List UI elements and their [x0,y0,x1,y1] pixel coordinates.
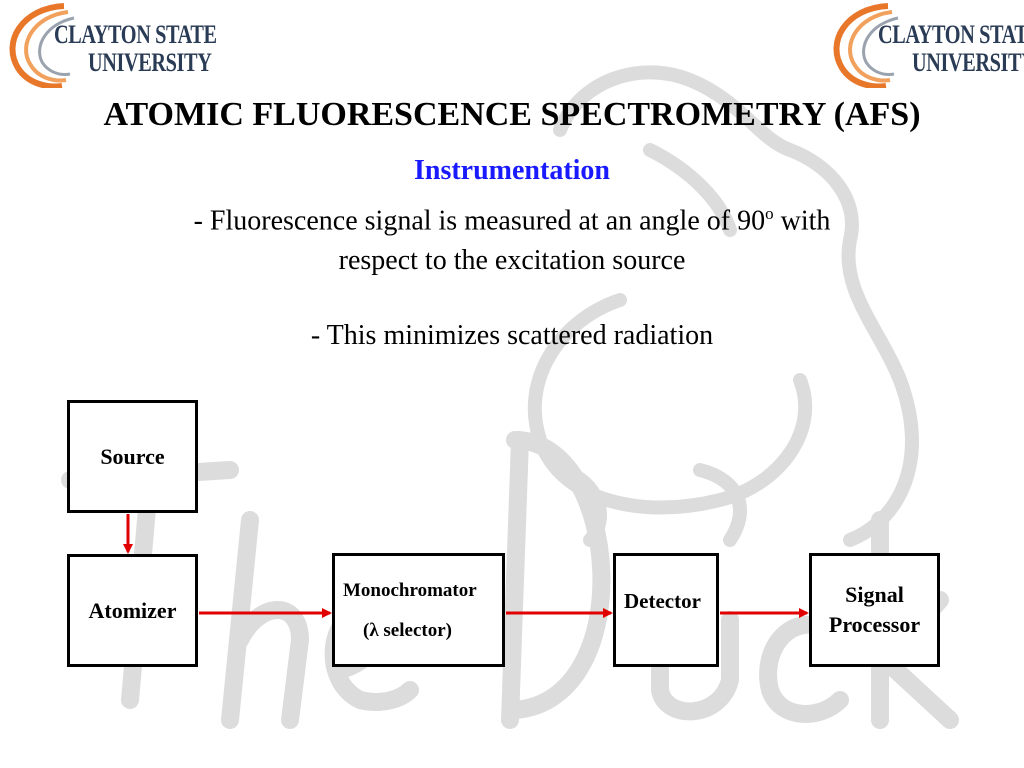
watermark-letter-D [501,431,611,729]
logo-arc-icon [9,3,75,88]
atomizer-box: Atomizer [67,554,198,667]
degree-superscript: o [765,204,774,223]
logo-line-clayton-state: CLAYTON STATE [54,20,217,49]
logo-line-clayton-state: CLAYTON STATE [878,20,1024,49]
logo-line-university: UNIVERSITY [912,48,1024,77]
logo-line-university: UNIVERSITY [88,48,212,77]
source-label: Source [100,443,165,469]
bullet-angle: - Fluorescence signal is measured at an … [0,194,1024,281]
signal-processor-box: Signal Processor [809,553,940,667]
source-box: Source [67,400,198,513]
bullet-angle-text-end: with [773,205,831,237]
monochromator-label: Monochromator [343,580,477,601]
detector-box: Detector [613,553,719,667]
duck-collar-outline [643,143,737,237]
signal-label-line2: Processor [828,612,921,637]
detector-label: Detector [624,589,701,613]
slide-subtitle: Instrumentation [413,155,610,186]
signal-label-line1: Signal [845,582,904,607]
bullet-angle-line2: respect to the excitation source [338,245,686,277]
watermark-letter-u [651,611,739,721]
monochromator-box: Monochromator (λ selector) [332,553,505,667]
watermark-letter-h [221,511,310,729]
logo-arc-icon [833,3,899,88]
bullet-scatter: - This minimizes scattered radiation [310,320,714,351]
university-logo-right: CLAYTON STATE UNIVERSITY [826,2,1024,88]
watermark-letter-c [759,615,849,723]
wavelength-selector-label: (λ selector) [363,620,452,641]
bullet-angle-text: - Fluorescence signal is measured at an … [193,205,766,237]
duck-head-outline [553,65,919,547]
university-logo-left: CLAYTON STATE UNIVERSITY [2,2,217,88]
slide-title: ATOMIC FLUORESCENCE SPECTROMETRY (AFS) [103,96,921,133]
atomizer-label: Atomizer [88,597,177,623]
